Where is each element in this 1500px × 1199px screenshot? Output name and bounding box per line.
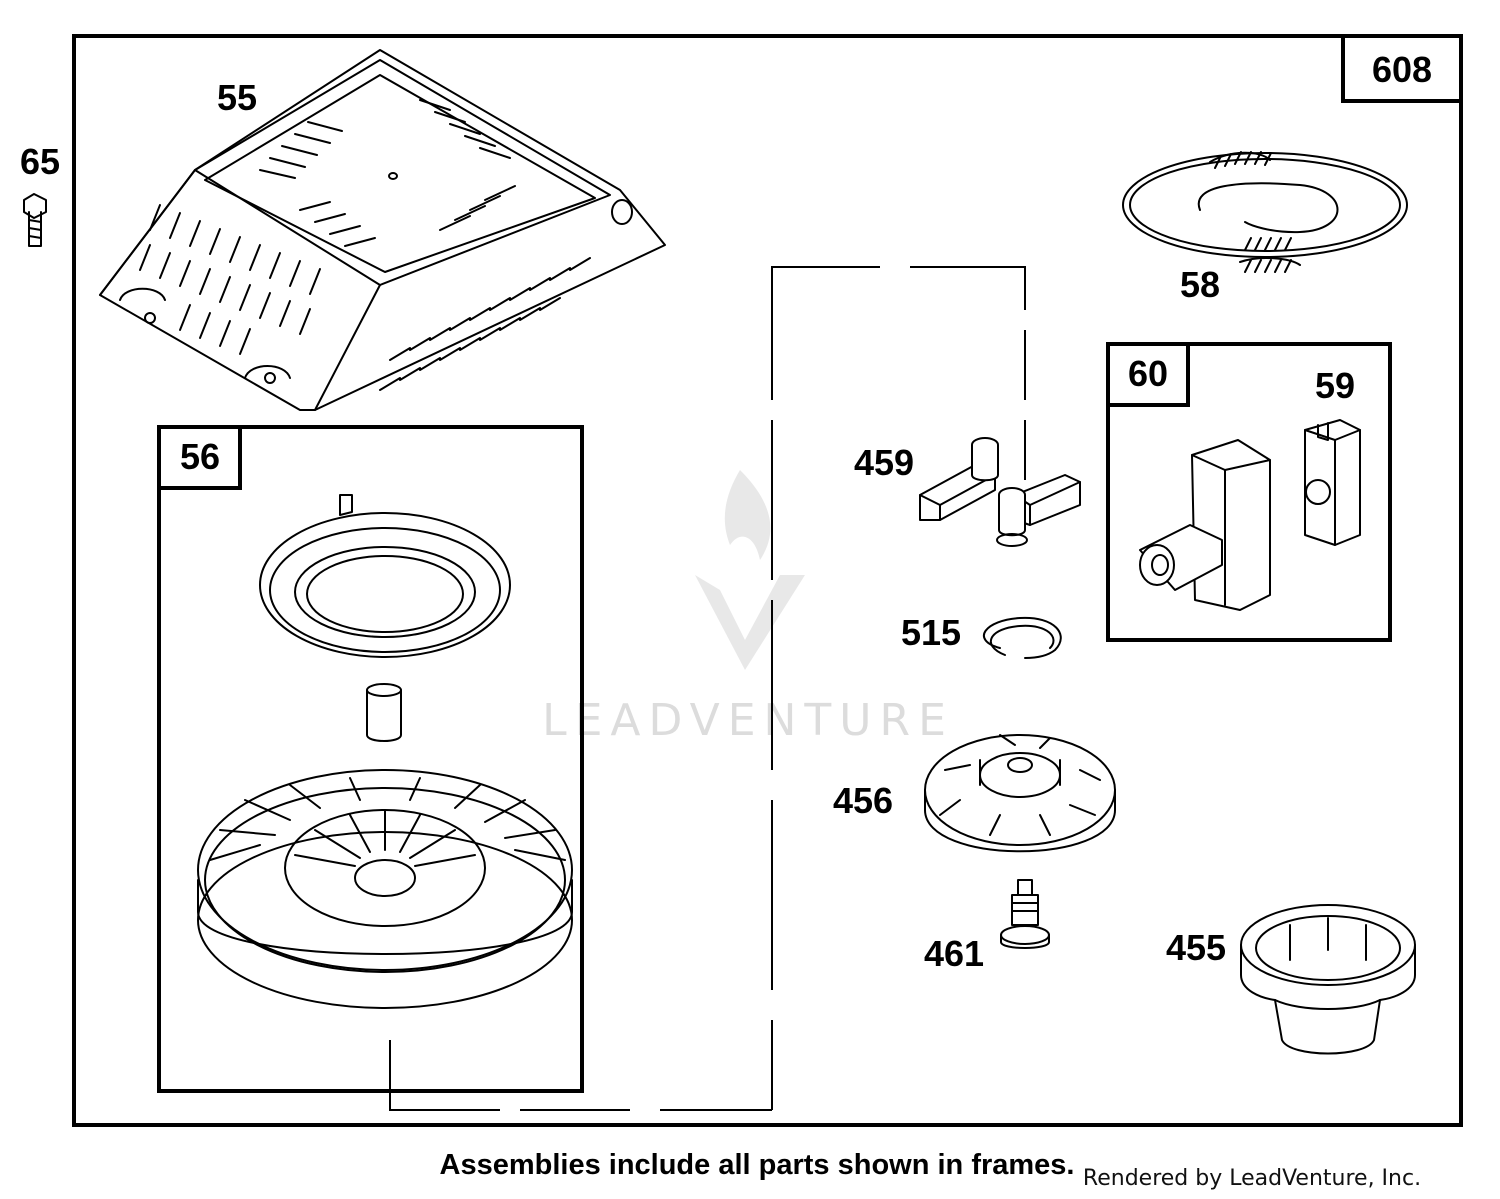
recoil-spring-part bbox=[259, 494, 511, 658]
spring-pin-part bbox=[366, 683, 402, 742]
handle-insert-part bbox=[1304, 419, 1361, 546]
dog-part bbox=[919, 437, 1081, 547]
watermark: LEADVENTURE bbox=[542, 470, 954, 746]
dog-cup-part bbox=[924, 734, 1116, 853]
retainer-ring-part bbox=[983, 616, 1062, 659]
label-handle-insert: 59 bbox=[1315, 365, 1355, 406]
cup-part bbox=[1240, 904, 1416, 1055]
label-screw: 461 bbox=[924, 933, 984, 974]
handle-assembly-frame bbox=[1106, 342, 1392, 642]
label-starter-assembly: 56 bbox=[180, 436, 220, 477]
label-bolt: 65 bbox=[20, 141, 60, 182]
screw-part bbox=[1000, 879, 1050, 949]
housing-part bbox=[99, 49, 666, 411]
starter-assembly-label-box bbox=[157, 425, 242, 490]
assembly-label: 608 bbox=[1372, 49, 1432, 90]
handle-assembly-label-box bbox=[1106, 342, 1190, 407]
label-dog: 459 bbox=[854, 442, 914, 483]
label-cup: 455 bbox=[1166, 927, 1226, 968]
pulley-part bbox=[197, 769, 573, 1009]
label-handle-assembly: 60 bbox=[1128, 353, 1168, 394]
assembly-frame bbox=[72, 34, 1463, 1127]
label-housing: 55 bbox=[217, 77, 257, 118]
watermark-text: LEADVENTURE bbox=[542, 695, 954, 746]
handle-part bbox=[1139, 439, 1271, 611]
callout-lines bbox=[389, 266, 1026, 1111]
label-retainer-ring: 515 bbox=[901, 612, 961, 653]
starter-assembly-frame bbox=[157, 425, 584, 1093]
label-rope: 58 bbox=[1180, 264, 1220, 305]
footnote: Assemblies include all parts shown in fr… bbox=[440, 1149, 1075, 1181]
rope-part bbox=[1122, 151, 1408, 273]
credit-text: Rendered by LeadVenture, Inc. bbox=[1083, 1166, 1421, 1191]
assembly-label-box bbox=[1341, 34, 1463, 103]
label-dog-cup: 456 bbox=[833, 780, 893, 821]
bolt-part bbox=[23, 193, 47, 247]
